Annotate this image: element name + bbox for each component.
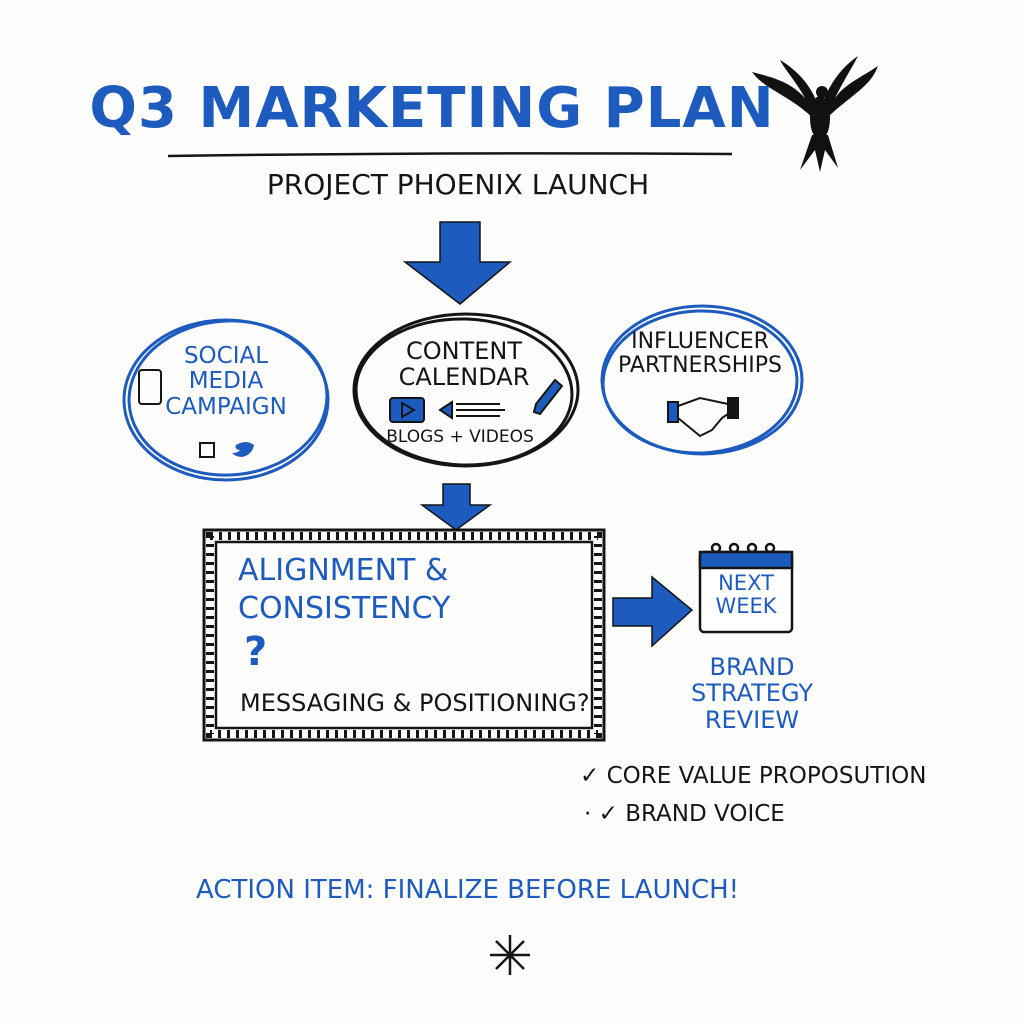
calendar-icon [698, 542, 794, 634]
asterisk-icon [490, 935, 530, 975]
influencer-ellipse [600, 304, 804, 456]
content-calendar-ellipse [352, 312, 580, 468]
phone-icon [138, 369, 162, 405]
content-calendar-caption: Blogs + Videos [386, 427, 534, 447]
alignment-title: Alignment & Consistency [238, 552, 450, 627]
checklist-text: Core Value Proposution [606, 763, 927, 789]
checklist-item: ✓ Core Value Proposution [580, 763, 927, 789]
title-line: Consistency [238, 590, 451, 626]
calendar-text: Next Week [715, 571, 777, 619]
checklist-text: Brand Voice [625, 801, 785, 827]
down-arrow-2 [419, 483, 493, 531]
label-line: Partnerships [618, 353, 782, 379]
content-calendar-label: Content Calendar [399, 338, 530, 391]
social-media-ellipse [122, 318, 330, 482]
review-line: Brand [709, 653, 795, 681]
check-icon: ✓ [598, 801, 626, 827]
blog-icon [199, 442, 215, 458]
checklist-item: · ✓ Brand Voice [584, 801, 785, 827]
handshake-icon [667, 396, 739, 438]
review-line: Strategy [690, 679, 814, 708]
label-line: Content [405, 337, 523, 365]
title-underline [167, 152, 733, 158]
influencer-label: Influencer Partnerships [618, 329, 782, 379]
page-title: Q3 Marketing Plan [89, 76, 775, 141]
video-play-icon [389, 397, 425, 423]
down-arrow-1 [402, 221, 513, 305]
right-arrow [612, 575, 694, 648]
calendar-line: Next [718, 571, 774, 595]
label-line: Influencer [631, 329, 769, 354]
bullet: · [584, 801, 592, 827]
calendar-line: Week [715, 594, 777, 619]
action-item: Action Item: Finalize before launch! [196, 875, 740, 905]
label-line: Campaign [165, 393, 287, 420]
title-line: Alignment & [238, 553, 449, 588]
question-mark: ? [244, 629, 268, 675]
messaging-question: Messaging & Positioning? [240, 689, 590, 717]
brand-strategy-review: Brand Strategy Review [690, 653, 814, 734]
social-media-label: Social Media Campaign [165, 343, 287, 420]
twitter-icon [232, 442, 254, 457]
pen-icon [532, 378, 564, 416]
review-line: Review [704, 705, 800, 734]
phoenix-icon [752, 56, 878, 172]
label-line: Media [188, 368, 264, 395]
label-line: Social [183, 343, 269, 369]
page-subtitle: Project Phoenix Launch [266, 168, 650, 201]
alignment-box-frame [202, 528, 606, 742]
text-lines-icon [438, 400, 505, 420]
label-line: Calendar [398, 363, 530, 392]
check-icon: ✓ [580, 763, 607, 789]
